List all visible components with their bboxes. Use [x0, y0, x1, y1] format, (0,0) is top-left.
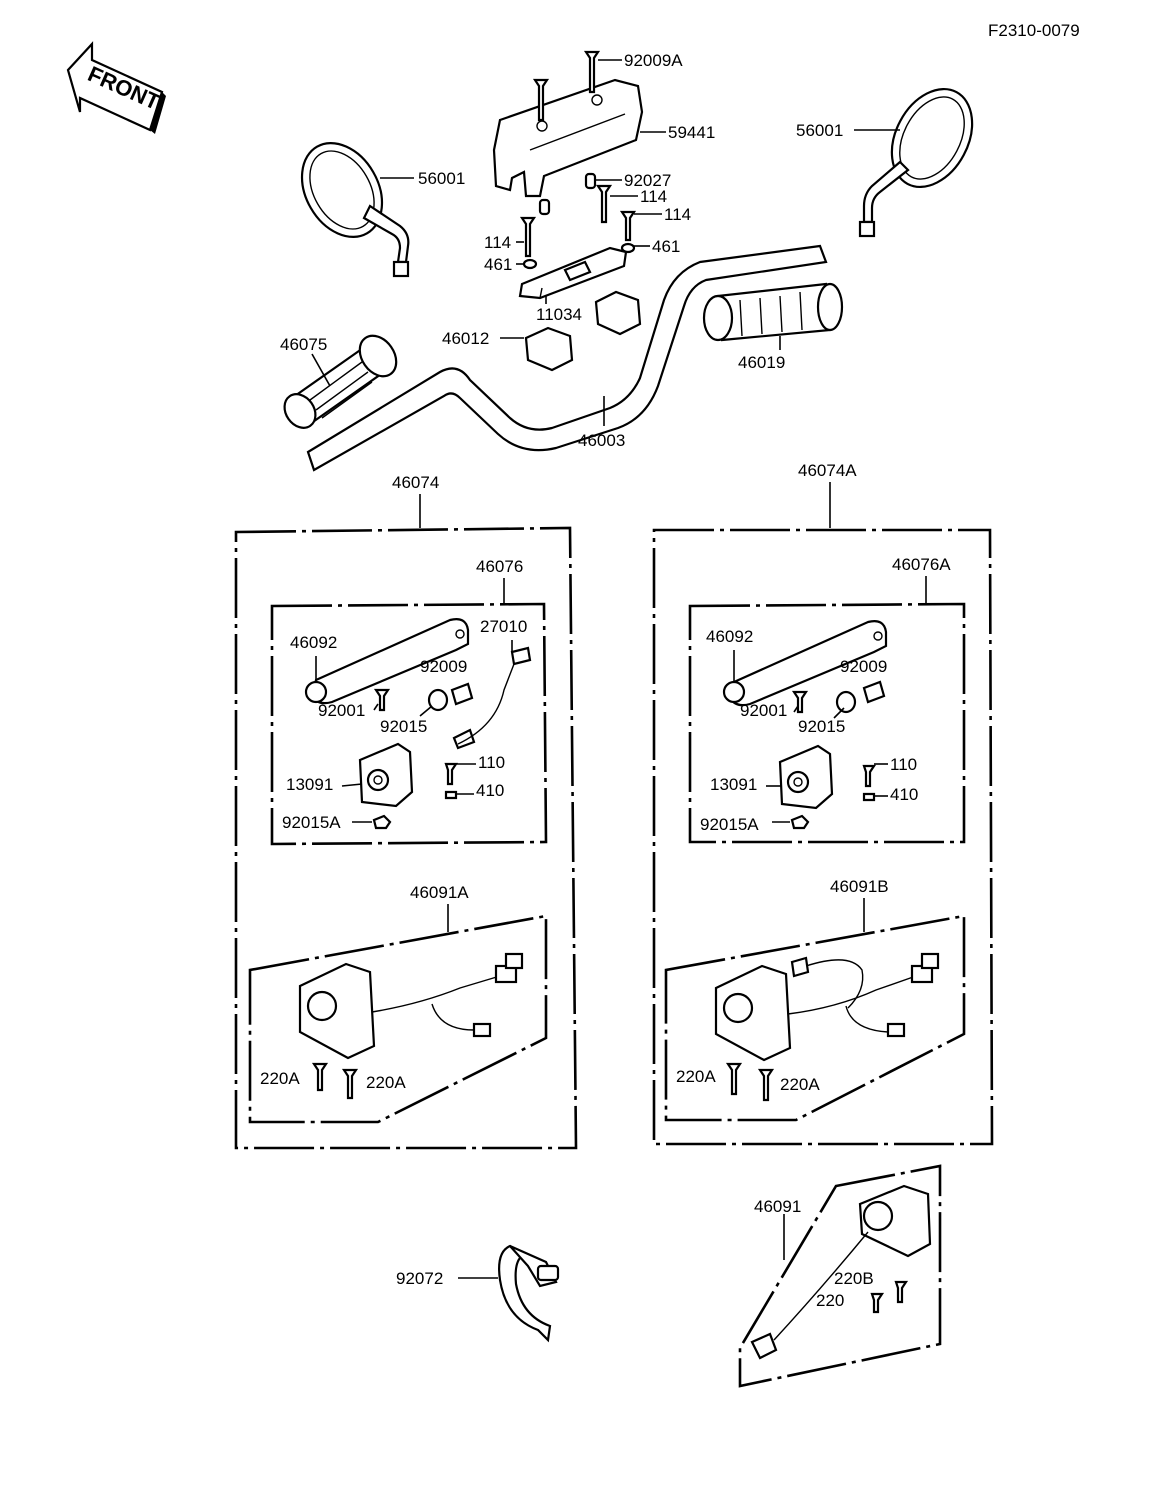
label-114-b: 114: [664, 205, 691, 224]
label-46091b: 46091B: [830, 877, 889, 896]
small-parts-right-lever: [790, 680, 886, 830]
label-59441: 59441: [668, 123, 715, 142]
bolts-114: [519, 172, 637, 270]
label-46003: 46003: [578, 431, 625, 450]
handlebar-cover: [492, 78, 644, 198]
label-46092-left: 46092: [290, 633, 337, 652]
label-92009-left: 92009: [420, 657, 467, 676]
box-46074a: [652, 528, 994, 1146]
label-92015-left: 92015: [380, 717, 427, 736]
screws-220a-right: [725, 1062, 775, 1102]
label-92009a: 92009A: [624, 51, 683, 70]
label-110-left: 110: [478, 753, 505, 772]
small-parts-left-lever: [372, 646, 532, 830]
switch-housing-left: [298, 952, 524, 1060]
grip-left: [283, 334, 398, 429]
label-461-right: 461: [652, 237, 680, 256]
switch-housing-right: [714, 952, 940, 1062]
label-46091: 46091: [754, 1197, 801, 1216]
label-220a-left-b: 220A: [366, 1073, 406, 1092]
label-46074a: 46074A: [798, 461, 857, 480]
diagram-code: F2310-0079: [988, 21, 1080, 40]
label-461-left: 461: [484, 255, 512, 274]
label-46012: 46012: [442, 329, 489, 348]
label-11034: 11034: [536, 305, 582, 324]
label-110-right: 110: [890, 755, 917, 774]
label-46075: 46075: [280, 335, 327, 354]
clamp-lower: [524, 290, 642, 372]
label-410-left: 410: [476, 781, 504, 800]
label-220a-right-a: 220A: [676, 1067, 716, 1086]
box-46076: [270, 602, 548, 846]
handlebar: [306, 244, 828, 472]
label-92001-left: 92001: [318, 701, 365, 720]
front-arrow-icon: FRONT: [66, 41, 166, 134]
lever-left: [304, 618, 470, 705]
box-46076a: [688, 602, 966, 844]
label-220a-right-b: 220A: [780, 1075, 820, 1094]
lever-holder-right: [778, 744, 834, 810]
label-46092-right: 46092: [706, 627, 753, 646]
mirror-right: [858, 87, 974, 238]
label-220: 220: [816, 1291, 844, 1310]
label-56001-right: 56001: [796, 121, 843, 140]
grip-right: [702, 282, 844, 342]
label-220a-left-a: 220A: [260, 1069, 300, 1088]
mirror-left: [300, 142, 410, 278]
label-46076a: 46076A: [892, 555, 951, 574]
lever-holder-left: [358, 742, 414, 808]
label-92001-right: 92001: [740, 701, 787, 720]
label-92009-right: 92009: [840, 657, 887, 676]
switch-housing-bottom: [750, 1184, 932, 1360]
label-46019: 46019: [738, 353, 785, 372]
label-13091-right: 13091: [710, 775, 757, 794]
label-114-a: 114: [640, 187, 667, 206]
lever-right: [722, 620, 888, 707]
box-46091: [738, 1164, 942, 1388]
wire-strap: [498, 1244, 560, 1343]
label-46091a: 46091A: [410, 883, 469, 902]
box-46091b: [664, 914, 966, 1122]
label-27010: 27010: [480, 617, 527, 636]
label-92072: 92072: [396, 1269, 443, 1288]
label-220b: 220B: [834, 1269, 874, 1288]
clamp-upper: [518, 246, 628, 300]
label-410-right: 410: [890, 785, 918, 804]
label-92027: 92027: [624, 171, 671, 190]
label-56001-left: 56001: [418, 169, 465, 188]
label-46074: 46074: [392, 473, 439, 492]
screw-92009a: [532, 50, 601, 122]
label-92015a-right: 92015A: [700, 815, 759, 834]
label-13091-left: 13091: [286, 775, 333, 794]
box-46074: [234, 526, 578, 1150]
label-114-c: 114: [484, 233, 511, 252]
screws-220a-left: [311, 1062, 359, 1100]
box-46091a: [248, 914, 548, 1124]
label-92015-right: 92015: [798, 717, 845, 736]
label-46076: 46076: [476, 557, 523, 576]
label-92015a-left: 92015A: [282, 813, 341, 832]
